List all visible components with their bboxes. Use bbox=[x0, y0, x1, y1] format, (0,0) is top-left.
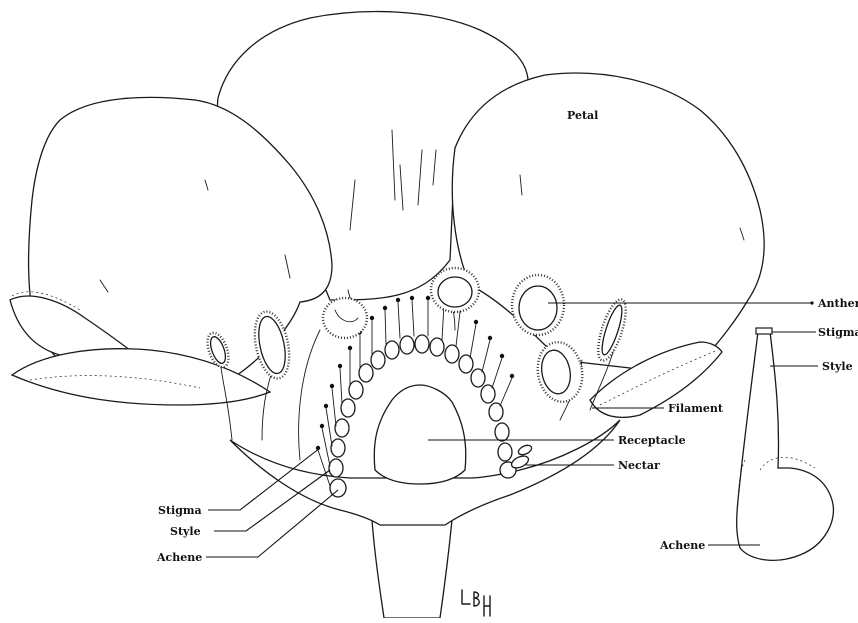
leader-lines bbox=[206, 301, 818, 557]
label-nectar: Nectar bbox=[618, 459, 660, 472]
artist-signature bbox=[462, 590, 490, 616]
label-achene-left: Achene bbox=[156, 551, 202, 564]
label-style-left: Style bbox=[170, 525, 201, 538]
label-receptacle: Receptacle bbox=[618, 434, 686, 447]
label-anther: Anther bbox=[817, 297, 858, 310]
label-achene-right: Achene bbox=[659, 539, 705, 552]
label-style-right: Style bbox=[822, 360, 853, 373]
stigma-tip bbox=[756, 328, 772, 334]
receptacle bbox=[374, 385, 466, 484]
nectar-glands bbox=[510, 443, 533, 470]
label-filament: Filament bbox=[668, 402, 724, 415]
label-stigma-right: Stigma bbox=[818, 326, 858, 339]
label-stigma-left: Stigma bbox=[158, 504, 202, 517]
stem bbox=[372, 520, 452, 618]
pistil-detail bbox=[737, 328, 834, 560]
label-petal: Petal bbox=[567, 109, 598, 122]
